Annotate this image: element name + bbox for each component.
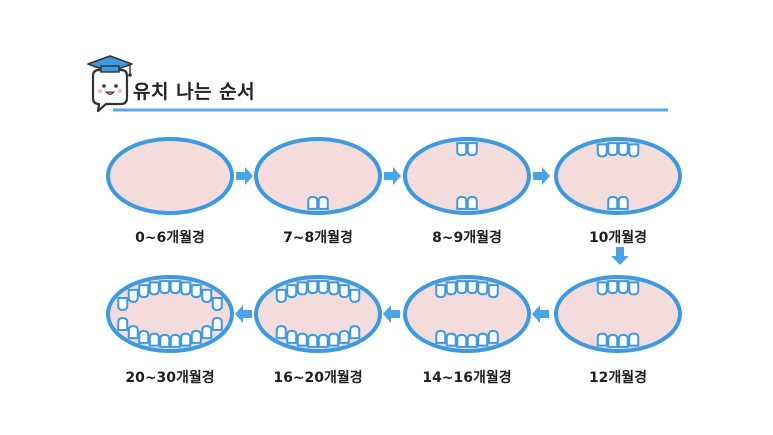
lower-tooth bbox=[148, 332, 160, 347]
lower-tooth bbox=[466, 333, 478, 348]
upper-tooth bbox=[211, 297, 223, 312]
lower-tooth bbox=[628, 332, 640, 347]
mouth-stage-8 bbox=[106, 275, 234, 353]
upper-tooth bbox=[466, 142, 478, 157]
stage-label: 7~8개월경 bbox=[283, 230, 353, 246]
arrow-right-icon bbox=[384, 167, 401, 185]
lower-tooth bbox=[607, 195, 619, 210]
upper-tooth bbox=[445, 281, 457, 296]
arrow-right-icon bbox=[533, 167, 550, 185]
stage-label: 20~30개월경 bbox=[125, 370, 215, 386]
mouth-stage-1 bbox=[106, 137, 234, 215]
upper-tooth bbox=[201, 288, 213, 303]
stage-label: 8~9개월경 bbox=[432, 230, 502, 246]
lower-tooth bbox=[190, 329, 202, 344]
lower-tooth bbox=[307, 195, 319, 210]
arrow-left-icon bbox=[532, 305, 549, 323]
lower-tooth bbox=[328, 332, 340, 347]
mouth-outline bbox=[403, 137, 531, 215]
upper-tooth bbox=[148, 281, 160, 296]
lower-tooth bbox=[435, 329, 447, 344]
lower-tooth bbox=[349, 325, 361, 340]
lower-tooth bbox=[180, 332, 192, 347]
lower-tooth bbox=[307, 333, 319, 348]
mouth-stage-7 bbox=[254, 275, 382, 353]
mouth-outline bbox=[254, 137, 382, 215]
page-title: 유치 나는 순서 bbox=[133, 81, 256, 103]
arrow-down-icon bbox=[611, 247, 629, 265]
upper-tooth bbox=[169, 280, 181, 295]
stage-label: 10개월경 bbox=[588, 230, 648, 246]
upper-tooth bbox=[466, 280, 478, 295]
stage-label: 12개월경 bbox=[588, 370, 648, 386]
upper-tooth bbox=[596, 281, 608, 296]
lower-tooth bbox=[169, 333, 181, 348]
lower-tooth bbox=[596, 332, 608, 347]
lower-tooth bbox=[275, 325, 287, 340]
mouth-stage-6 bbox=[403, 275, 531, 353]
lower-tooth bbox=[617, 333, 629, 348]
lower-tooth bbox=[138, 329, 150, 344]
upper-tooth bbox=[275, 288, 287, 303]
mouth-stage-5 bbox=[554, 275, 682, 353]
lower-tooth bbox=[487, 329, 499, 344]
stage-label: 14~16개월경 bbox=[422, 370, 512, 386]
lower-tooth bbox=[127, 325, 139, 340]
upper-tooth bbox=[456, 142, 468, 157]
lower-tooth bbox=[317, 333, 329, 348]
lower-tooth bbox=[617, 195, 629, 210]
lower-tooth bbox=[466, 195, 478, 210]
upper-tooth bbox=[286, 284, 298, 299]
lower-tooth bbox=[296, 332, 308, 347]
upper-tooth bbox=[138, 284, 150, 299]
mouth-stage-4 bbox=[554, 137, 682, 215]
upper-tooth bbox=[180, 281, 192, 296]
upper-tooth bbox=[159, 280, 171, 295]
upper-tooth bbox=[617, 280, 629, 295]
arrow-right-icon bbox=[236, 167, 253, 185]
lower-tooth bbox=[286, 329, 298, 344]
upper-tooth bbox=[435, 284, 447, 299]
upper-tooth bbox=[456, 280, 468, 295]
lower-tooth bbox=[477, 332, 489, 347]
lower-tooth bbox=[317, 195, 329, 210]
upper-tooth bbox=[596, 143, 608, 158]
arrow-left-icon bbox=[383, 305, 400, 323]
lower-tooth bbox=[338, 329, 350, 344]
lower-tooth bbox=[456, 195, 468, 210]
mouth-stage-3 bbox=[403, 137, 531, 215]
mouth-stage-2 bbox=[254, 137, 382, 215]
lower-tooth bbox=[201, 325, 213, 340]
upper-tooth bbox=[190, 284, 202, 299]
upper-tooth bbox=[307, 280, 319, 295]
lower-tooth bbox=[159, 333, 171, 348]
mouth-outline bbox=[106, 137, 234, 215]
upper-tooth bbox=[607, 280, 619, 295]
upper-tooth bbox=[317, 280, 329, 295]
upper-tooth bbox=[477, 281, 489, 296]
mouth-outline bbox=[554, 137, 682, 215]
lower-tooth bbox=[211, 316, 223, 331]
upper-tooth bbox=[628, 143, 640, 158]
upper-tooth bbox=[628, 281, 640, 296]
upper-tooth bbox=[607, 142, 619, 157]
mouth-outline bbox=[554, 275, 682, 353]
arrow-left-icon bbox=[235, 305, 252, 323]
upper-tooth bbox=[487, 284, 499, 299]
upper-tooth bbox=[296, 281, 308, 296]
lower-tooth bbox=[456, 333, 468, 348]
upper-tooth bbox=[349, 288, 361, 303]
lower-tooth bbox=[117, 316, 129, 331]
upper-tooth bbox=[328, 281, 340, 296]
upper-tooth bbox=[338, 284, 350, 299]
upper-tooth bbox=[617, 142, 629, 157]
upper-tooth bbox=[127, 288, 139, 303]
lower-tooth bbox=[445, 332, 457, 347]
stage-label: 16~20개월경 bbox=[273, 370, 363, 386]
lower-tooth bbox=[607, 333, 619, 348]
upper-tooth bbox=[117, 297, 129, 312]
stage-label: 0~6개월경 bbox=[135, 230, 205, 246]
graduate-tooth-mascot-icon bbox=[87, 55, 133, 113]
